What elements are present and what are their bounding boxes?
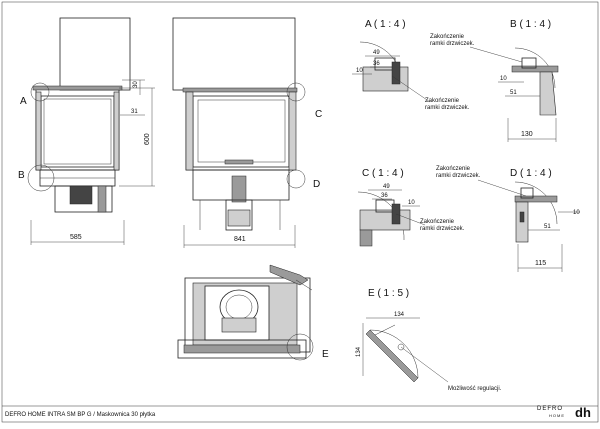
brand-logo-icon: dh	[575, 405, 591, 420]
detail-a-section	[362, 66, 409, 92]
drawing-caption: DEFRO HOME INTRA SM BP G / Maskownica 30…	[5, 412, 156, 418]
detail-d: D ( 1 : 4 ) Zakończenie ramki drzwiczek.…	[436, 166, 580, 272]
top-front-frame	[183, 344, 301, 354]
side-door-frame	[192, 95, 290, 168]
detail-c-dim-49: 49	[383, 184, 390, 190]
front-chimney-panel	[59, 17, 131, 91]
detail-d-note-2: ramki drzwiczek.	[436, 173, 481, 179]
side-base-plate	[227, 209, 251, 227]
detail-e-dim-134-v: 134	[356, 346, 362, 357]
detail-e-title: E ( 1 : 5 )	[368, 288, 409, 299]
side-view: C D 841	[172, 17, 322, 248]
detail-d-title: D ( 1 : 4 )	[510, 168, 552, 179]
front-view: A B 585 600 30 31	[18, 17, 155, 245]
detail-c-dim-10: 10	[408, 200, 415, 206]
front-glass	[43, 98, 112, 165]
detail-b: B ( 1 : 4 ) Zakończenie ramki drzwiczek.…	[430, 19, 559, 142]
detail-circle-a	[30, 82, 50, 102]
side-glass	[197, 99, 286, 163]
detail-d-dim-51: 51	[544, 224, 551, 230]
detail-circle-c	[286, 82, 306, 102]
top-grate	[221, 317, 257, 333]
detail-a-dim-10: 10	[356, 68, 363, 74]
detail-a-dim-36: 36	[373, 61, 380, 67]
detail-d-dim-10: 10	[573, 210, 580, 216]
detail-b-dim-51: 51	[510, 90, 517, 96]
detail-c-dim-36: 36	[381, 193, 388, 199]
detail-e-note: Możliwość regulacji.	[448, 386, 502, 392]
detail-d-note-1: Zakończenie	[436, 166, 471, 172]
side-top-rail	[182, 87, 298, 93]
detail-circle-e	[286, 333, 314, 361]
detail-b-note-1: Zakończenie	[430, 34, 465, 40]
callout-a: A	[20, 96, 27, 107]
detail-c-section	[359, 209, 411, 231]
callout-c: C	[315, 109, 322, 120]
brand-name: DEFRO	[537, 406, 563, 412]
detail-e: E ( 1 : 5 ) 134 134 Możliwość regulacji.	[356, 288, 502, 392]
callout-b: B	[18, 170, 25, 181]
front-door-frame	[40, 95, 115, 168]
detail-b-panel	[539, 71, 557, 116]
detail-b-dim-130: 130	[521, 131, 533, 138]
side-right-panel	[288, 91, 297, 171]
detail-b-note-2: ramki drzwiczek.	[430, 41, 475, 47]
detail-a: A ( 1 : 4 ) 49 36 10 Zakończenie ramki d…	[352, 19, 470, 111]
detail-e-dim-134-h: 134	[394, 312, 405, 318]
detail-c-title: C ( 1 : 4 )	[362, 168, 404, 179]
side-handle	[224, 159, 254, 165]
top-view: E	[177, 264, 329, 361]
side-chimney-panel	[172, 17, 296, 91]
front-left-panel	[35, 91, 42, 171]
detail-a-dim-49: 49	[373, 50, 380, 56]
detail-a-title: A ( 1 : 4 )	[365, 19, 406, 30]
front-right-panel	[113, 91, 120, 171]
detail-d-top-rail	[514, 195, 558, 203]
dim-30: 30	[133, 81, 139, 88]
detail-b-dim-10: 10	[500, 76, 507, 82]
detail-circle-b	[27, 164, 55, 192]
side-base	[225, 199, 253, 231]
detail-c: C ( 1 : 4 ) 49 36 10 Zakończenie ramki d…	[357, 168, 465, 247]
detail-e-adjuster	[397, 343, 405, 351]
side-air-inlet	[231, 175, 247, 203]
front-top-rail	[32, 85, 123, 91]
detail-d-dim-115: 115	[535, 260, 546, 267]
top-front-lip	[177, 339, 307, 359]
detail-circle-d	[286, 169, 306, 189]
dim-841: 841	[234, 236, 246, 243]
detail-c-note-1: Zakończenie	[420, 219, 455, 225]
detail-c-note-2: ramki drzwiczek.	[420, 226, 465, 232]
front-air-inlet	[69, 185, 93, 205]
callout-e: E	[322, 349, 329, 360]
detail-b-title: B ( 1 : 4 )	[510, 19, 551, 30]
top-side-door	[269, 264, 309, 286]
front-leg	[97, 185, 107, 213]
brand-subtitle: HOME	[549, 413, 565, 418]
detail-a-note-1: Zakończenie	[425, 98, 460, 104]
callout-d: D	[313, 179, 320, 190]
detail-a-note-2: ramki drzwiczek.	[425, 105, 470, 111]
front-body-outline	[35, 87, 120, 171]
detail-e-diagonal-frame	[365, 329, 419, 383]
dim-585: 585	[70, 234, 82, 241]
side-body-outline	[185, 89, 294, 171]
dim-31: 31	[131, 109, 138, 115]
dim-600: 600	[144, 133, 151, 145]
side-left-panel	[185, 91, 194, 171]
detail-b-top-rail	[511, 65, 559, 73]
